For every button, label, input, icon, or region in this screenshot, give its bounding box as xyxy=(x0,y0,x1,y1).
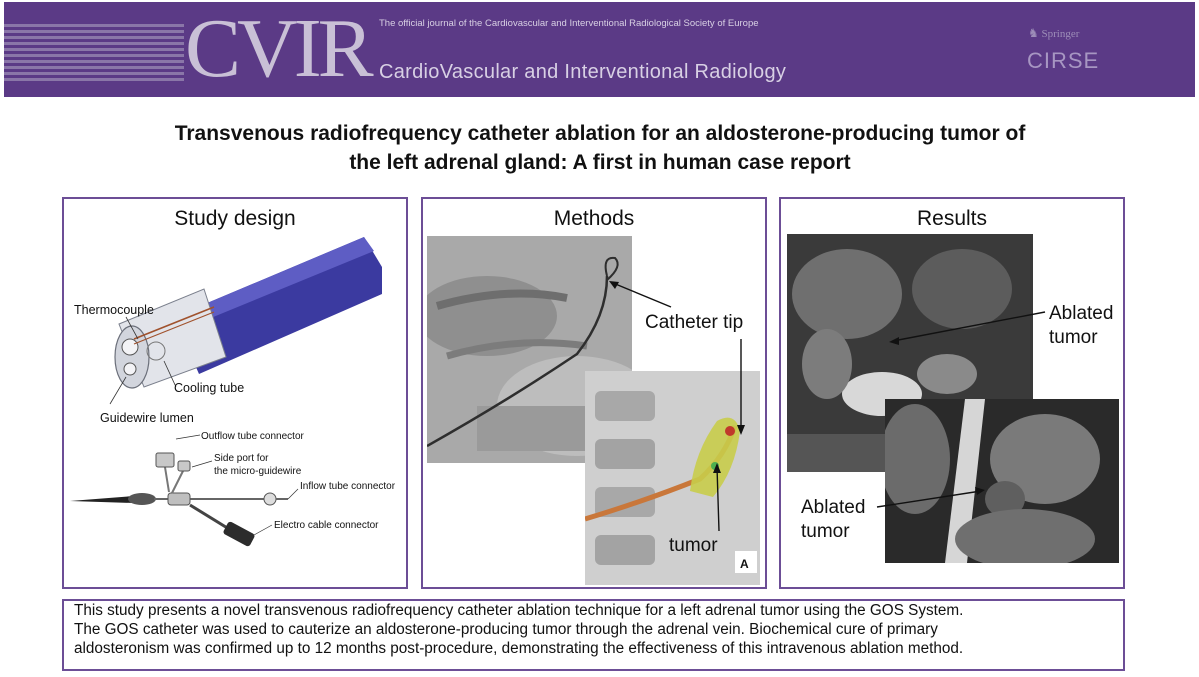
label-catheter-tip: Catheter tip xyxy=(645,312,744,333)
banner-stripe xyxy=(4,66,184,69)
cirse-logo: CIRSE xyxy=(1027,48,1100,73)
panel-letter-a: A xyxy=(740,557,749,571)
methods-panel: Methods Catheter tip tumor A xyxy=(421,197,767,589)
label-ablated-tumor-2-line2: tumor xyxy=(801,521,850,542)
methods-arrows xyxy=(609,281,745,532)
cvir-logo: CVIR xyxy=(185,2,374,95)
journal-banner: CVIR The official journal of the Cardiov… xyxy=(4,2,1195,97)
label-tumor: tumor xyxy=(669,535,718,556)
label-thermocouple: Thermocouple xyxy=(74,303,154,317)
label-guidewire-lumen: Guidewire lumen xyxy=(100,411,194,425)
summary-line-1: This study presents a novel transvenous … xyxy=(74,602,964,619)
label-ablated-tumor-2: Ablated tumor xyxy=(801,496,865,544)
journal-name: CardioVascular and Interventional Radiol… xyxy=(379,61,787,83)
springer-logo: ♞ Springer xyxy=(1028,26,1079,41)
results-heading: Results xyxy=(916,207,988,230)
banner-stripe xyxy=(4,36,184,39)
results-arrows xyxy=(876,311,1046,508)
methods-heading: Methods xyxy=(553,207,635,230)
label-electro-connector: Electro cable connector xyxy=(274,520,379,531)
springer-horse-icon: ♞ xyxy=(1028,26,1039,40)
springer-logo-text: Springer xyxy=(1041,28,1080,40)
catheter-tip-illustration xyxy=(70,237,382,547)
banner-stripe xyxy=(4,60,184,63)
label-ablated-tumor-1: Ablated tumor xyxy=(1049,302,1113,350)
study-design-heading: Study design xyxy=(174,207,296,230)
label-outflow-connector: Outflow tube connector xyxy=(201,431,304,442)
label-ablated-tumor-1-line1: Ablated xyxy=(1049,303,1114,324)
summary-line-3: aldosteronism was confirmed up to 12 mon… xyxy=(74,640,964,657)
summary-box: This study presents a novel transvenous … xyxy=(62,599,1125,671)
ct-coronal-image xyxy=(885,399,1119,563)
banner-stripe xyxy=(4,78,184,81)
banner-stripe xyxy=(4,42,184,45)
banner-stripe xyxy=(4,72,184,75)
banner-stripe xyxy=(4,48,184,51)
label-side-port-1: Side port for xyxy=(214,453,269,464)
label-ablated-tumor-2-line1: Ablated xyxy=(801,497,866,518)
label-ablated-tumor-1-line2: tumor xyxy=(1049,327,1098,348)
label-cooling-tube: Cooling tube xyxy=(174,381,245,395)
label-side-port-2: the micro-guidewire xyxy=(214,466,302,477)
label-inflow-connector: Inflow tube connector xyxy=(300,481,396,492)
banner-stripe xyxy=(4,24,184,27)
banner-stripe xyxy=(4,54,184,57)
results-panel: Results Ablated tumor Ablated tumor xyxy=(779,197,1125,589)
paper-title: Transvenous radiofrequency catheter abla… xyxy=(60,119,1140,177)
study-design-panel: Study design Thermocouple xyxy=(62,197,408,589)
cone-beam-ct-image xyxy=(585,371,760,585)
banner-stripe xyxy=(4,30,184,33)
journal-tagline: The official journal of the Cardiovascul… xyxy=(379,18,759,29)
title-line-1: Transvenous radiofrequency catheter abla… xyxy=(174,122,1026,145)
title-line-2: the left adrenal gland: A first in human… xyxy=(349,151,851,174)
summary-line-2: The GOS catheter was used to cauterize a… xyxy=(74,621,938,638)
